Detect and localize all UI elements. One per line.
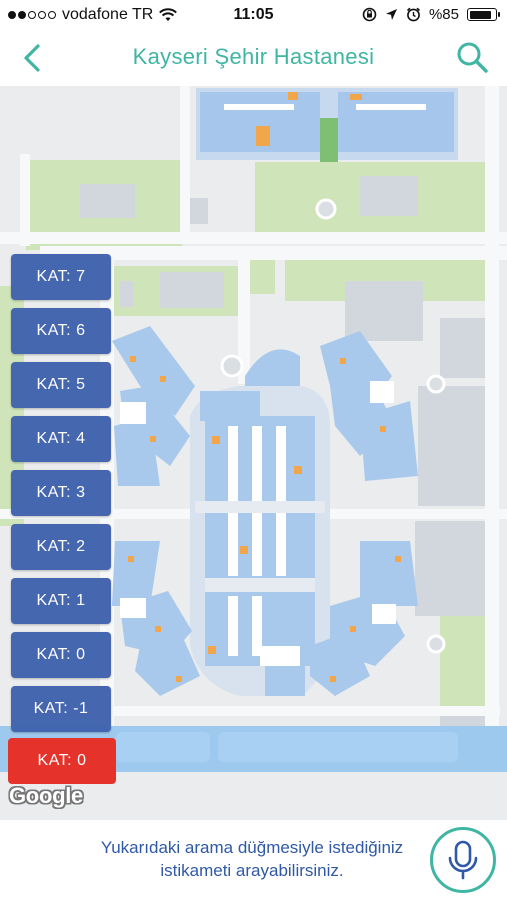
- current-floor-indicator[interactable]: KAT: 0: [8, 738, 116, 784]
- floor-button-6[interactable]: KAT: 6: [11, 308, 111, 354]
- wifi-icon: [159, 8, 178, 21]
- bottom-bar: Yukarıdaki arama düğmesiyle istediğiniz …: [0, 820, 507, 900]
- floor-button-7[interactable]: KAT: 7: [11, 254, 111, 300]
- status-time: 11:05: [233, 6, 274, 23]
- indoor-map[interactable]: KAT: 7 KAT: 6 KAT: 5 KAT: 4 KAT: 3 KAT: …: [0, 86, 507, 820]
- nav-bar: Kayseri Şehir Hastanesi: [0, 30, 507, 86]
- chevron-left-icon[interactable]: [18, 42, 50, 74]
- floor-button-3[interactable]: KAT: 3: [11, 470, 111, 516]
- alarm-icon: [406, 7, 421, 22]
- location-arrow-icon: [385, 9, 397, 20]
- floor-selector: KAT: 7 KAT: 6 KAT: 5 KAT: 4 KAT: 3 KAT: …: [11, 254, 111, 740]
- status-right: %85: [362, 6, 500, 23]
- floor-button-minus-1[interactable]: KAT: -1: [11, 686, 111, 732]
- carrier-name: vodafone TR: [62, 6, 154, 23]
- page-title: Kayseri Şehir Hastanesi: [132, 44, 375, 69]
- battery-percent: %85: [428, 6, 459, 23]
- floor-button-4[interactable]: KAT: 4: [11, 416, 111, 462]
- battery-icon: [467, 8, 500, 21]
- floor-button-0[interactable]: KAT: 0: [11, 632, 111, 678]
- orientation-lock-icon: [362, 7, 377, 22]
- floor-button-2[interactable]: KAT: 2: [11, 524, 111, 570]
- floor-button-5[interactable]: KAT: 5: [11, 362, 111, 408]
- floor-button-1[interactable]: KAT: 1: [11, 578, 111, 624]
- battery-level: [469, 10, 491, 19]
- status-bar: vodafone TR 11:05 %85: [0, 0, 507, 30]
- voice-search-button[interactable]: [430, 827, 496, 893]
- microphone-icon: [448, 840, 478, 880]
- status-left: vodafone TR: [8, 6, 178, 24]
- google-logo: Google: [9, 783, 83, 808]
- signal-strength-icon: [8, 11, 56, 19]
- search-hint-text: Yukarıdaki arama düğmesiyle istediğiniz …: [100, 838, 404, 880]
- search-icon[interactable]: [455, 40, 489, 74]
